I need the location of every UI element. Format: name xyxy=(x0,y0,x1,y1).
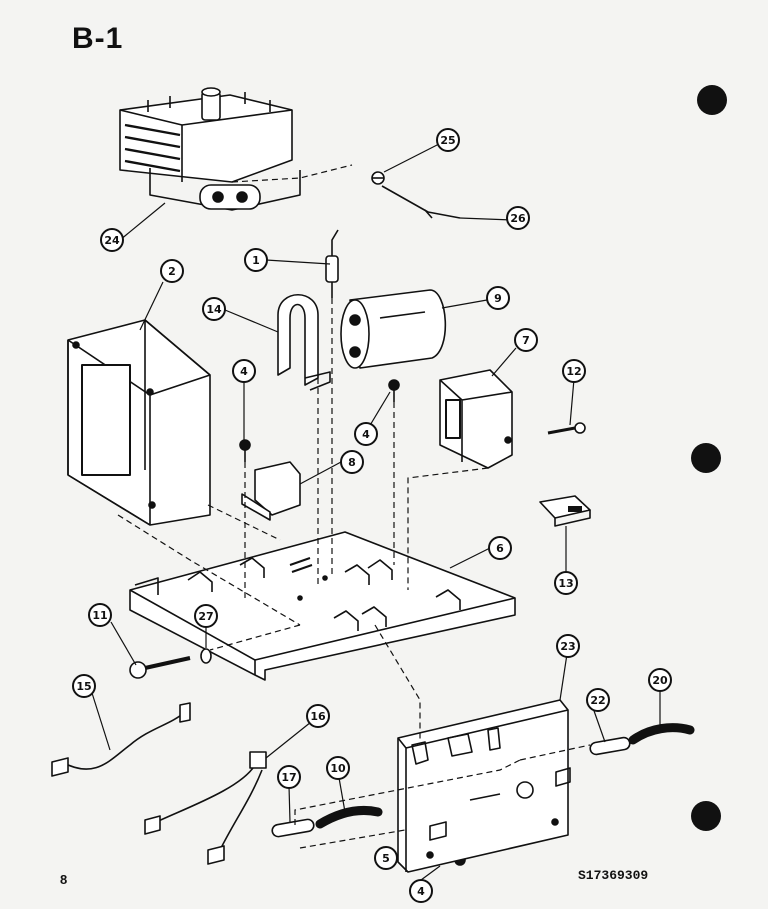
control-board-part xyxy=(397,699,571,873)
callout-10: 10 xyxy=(326,756,350,780)
connector-part xyxy=(539,495,591,527)
svg-text:4: 4 xyxy=(417,885,425,898)
registration-dot xyxy=(697,85,727,115)
callout-5: 5 xyxy=(374,846,398,870)
svg-text:5: 5 xyxy=(382,852,390,865)
callout-15: 15 xyxy=(72,674,96,698)
screw-part xyxy=(547,426,576,435)
transformer-part xyxy=(67,319,211,526)
svg-text:8: 8 xyxy=(348,456,356,469)
assembly-guide-lines xyxy=(117,164,591,849)
svg-text:4: 4 xyxy=(362,428,370,441)
callout-17: 17 xyxy=(277,765,301,789)
screw-head xyxy=(574,422,586,434)
page-number: 8 xyxy=(60,872,68,887)
wire-lead-part xyxy=(144,751,267,865)
svg-text:13: 13 xyxy=(558,577,573,590)
callout-16: 16 xyxy=(306,704,330,728)
svg-text:16: 16 xyxy=(310,710,326,723)
callout-13: 13 xyxy=(554,571,578,595)
callout-12: 12 xyxy=(562,359,586,383)
svg-text:9: 9 xyxy=(494,292,502,305)
svg-text:10: 10 xyxy=(330,762,346,775)
callout-markers: 1 2 4 4 4 5 6 7 8 9 10 11 12 13 14 15 16… xyxy=(72,128,672,903)
capacitor-part xyxy=(340,289,447,369)
svg-text:27: 27 xyxy=(198,610,213,623)
svg-text:7: 7 xyxy=(522,334,530,347)
magnetron-part xyxy=(119,87,301,211)
page-title: B-1 xyxy=(72,22,124,55)
mounting-screw-part xyxy=(129,648,212,679)
base-plate-part xyxy=(129,531,516,681)
callout-27: 27 xyxy=(194,604,218,628)
callout-23: 23 xyxy=(556,634,580,658)
svg-text:15: 15 xyxy=(76,680,91,693)
svg-text:4: 4 xyxy=(240,365,248,378)
svg-text:22: 22 xyxy=(590,694,605,707)
fuse-part xyxy=(325,229,339,298)
svg-text:23: 23 xyxy=(560,640,575,653)
svg-text:6: 6 xyxy=(496,542,504,555)
callout-2: 2 xyxy=(160,259,184,283)
switch-part xyxy=(241,461,301,521)
callout-26: 26 xyxy=(506,206,530,230)
callout-7: 7 xyxy=(514,328,538,352)
callout-4a: 4 xyxy=(232,359,256,383)
svg-text:1: 1 xyxy=(252,254,260,267)
callout-11: 11 xyxy=(88,603,112,627)
callout-20: 20 xyxy=(648,668,672,692)
svg-text:14: 14 xyxy=(206,303,222,316)
callout-14: 14 xyxy=(202,297,226,321)
thermal-probe-part xyxy=(371,171,461,219)
callout-25: 25 xyxy=(436,128,460,152)
svg-text:12: 12 xyxy=(566,365,581,378)
callout-1: 1 xyxy=(244,248,268,272)
small-screw-parts xyxy=(239,379,466,866)
document-code: S17369309 xyxy=(578,868,649,883)
svg-text:2: 2 xyxy=(168,265,176,278)
wire-harness-part xyxy=(51,702,191,777)
leader-lines xyxy=(91,143,661,881)
registration-dot xyxy=(691,801,721,831)
callout-9: 9 xyxy=(486,286,510,310)
callout-22: 22 xyxy=(586,688,610,712)
callout-24: 24 xyxy=(100,228,124,252)
svg-text:11: 11 xyxy=(92,609,107,622)
registration-dot xyxy=(691,443,721,473)
fuse-holder-parts xyxy=(271,723,695,838)
svg-text:24: 24 xyxy=(104,234,120,247)
callout-4c: 4 xyxy=(409,879,433,903)
svg-text:25: 25 xyxy=(440,134,455,147)
callout-8: 8 xyxy=(340,450,364,474)
callout-6: 6 xyxy=(488,536,512,560)
svg-text:20: 20 xyxy=(652,674,668,687)
callout-4b: 4 xyxy=(354,422,378,446)
svg-text:17: 17 xyxy=(281,771,296,784)
capacitor-bracket-part xyxy=(277,293,331,391)
svg-text:26: 26 xyxy=(510,212,526,225)
filament-transformer-part xyxy=(439,369,513,469)
